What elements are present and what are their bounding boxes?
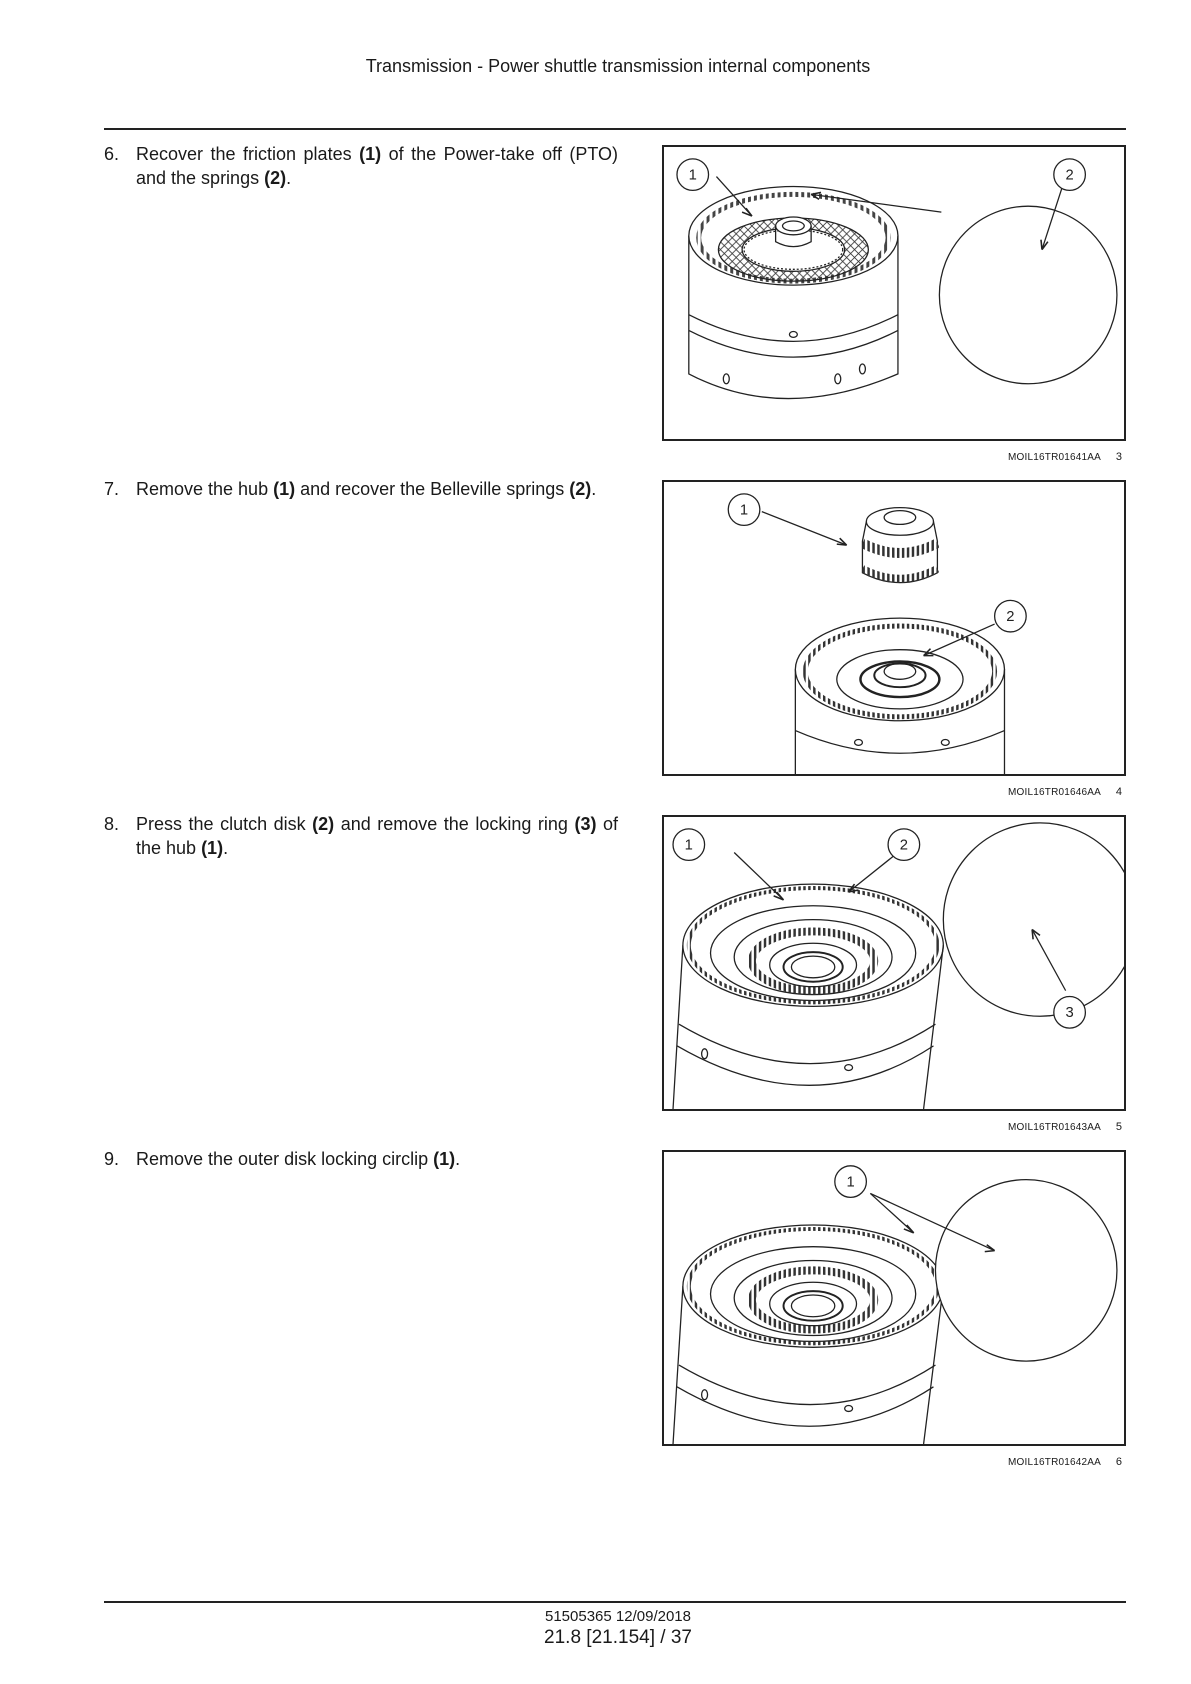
- footer-page-number: 21.8 [21.154] / 37: [544, 1627, 692, 1648]
- step-number: 6.: [104, 144, 120, 164]
- figure-5-illustration: 1 2 3: [662, 815, 1126, 1111]
- callout-2: 2: [1006, 609, 1014, 625]
- step-text: Remove the outer disk locking circlip (1…: [136, 1149, 461, 1169]
- figure-code: MOIL16TR01641AA: [1008, 452, 1102, 463]
- step-text: Press the clutch disk (2) and remove the…: [136, 814, 618, 858]
- figure-code: MOIL16TR01642AA: [1008, 1457, 1102, 1468]
- step-text: Remove the hub (1) and recover the Belle…: [136, 479, 597, 499]
- footer-document-code: 51505365 12/09/2018: [545, 1608, 691, 1625]
- step-number: 9.: [104, 1149, 120, 1169]
- step-8: 8. Press the clutch disk (2) and remove …: [104, 812, 618, 860]
- callout-3: 3: [1065, 1005, 1073, 1021]
- figure-4-illustration: 1 2: [662, 480, 1126, 776]
- header-rule: [104, 128, 1126, 130]
- figure-number: 3: [1115, 451, 1122, 463]
- callout-1: 1: [685, 838, 693, 854]
- figure-code: MOIL16TR01643AA: [1008, 1122, 1102, 1133]
- figure-number: 5: [1115, 1121, 1122, 1133]
- figure-number: 4: [1115, 786, 1122, 798]
- callout-1: 1: [689, 168, 697, 184]
- callout-2: 2: [900, 838, 908, 854]
- step-number: 7.: [104, 479, 120, 499]
- callout-2: 2: [1065, 168, 1073, 184]
- step-9: 9. Remove the outer disk locking circlip…: [104, 1147, 618, 1171]
- figure-6-illustration: 1: [662, 1150, 1126, 1446]
- step-6: 6. Recover the friction plates (1) of th…: [104, 142, 618, 190]
- step-text: Recover the friction plates (1) of the P…: [136, 144, 618, 188]
- figure-code: MOIL16TR01646AA: [1008, 787, 1102, 798]
- page-header-title: Transmission - Power shuttle transmissio…: [365, 56, 871, 76]
- callout-1: 1: [740, 503, 748, 519]
- callout-1: 1: [846, 1175, 854, 1191]
- step-number: 8.: [104, 814, 120, 834]
- step-7: 7. Remove the hub (1) and recover the Be…: [104, 477, 618, 501]
- footer-rule: [104, 1601, 1126, 1603]
- figure-3-illustration: 1 2: [662, 145, 1126, 441]
- figure-number: 6: [1115, 1456, 1122, 1468]
